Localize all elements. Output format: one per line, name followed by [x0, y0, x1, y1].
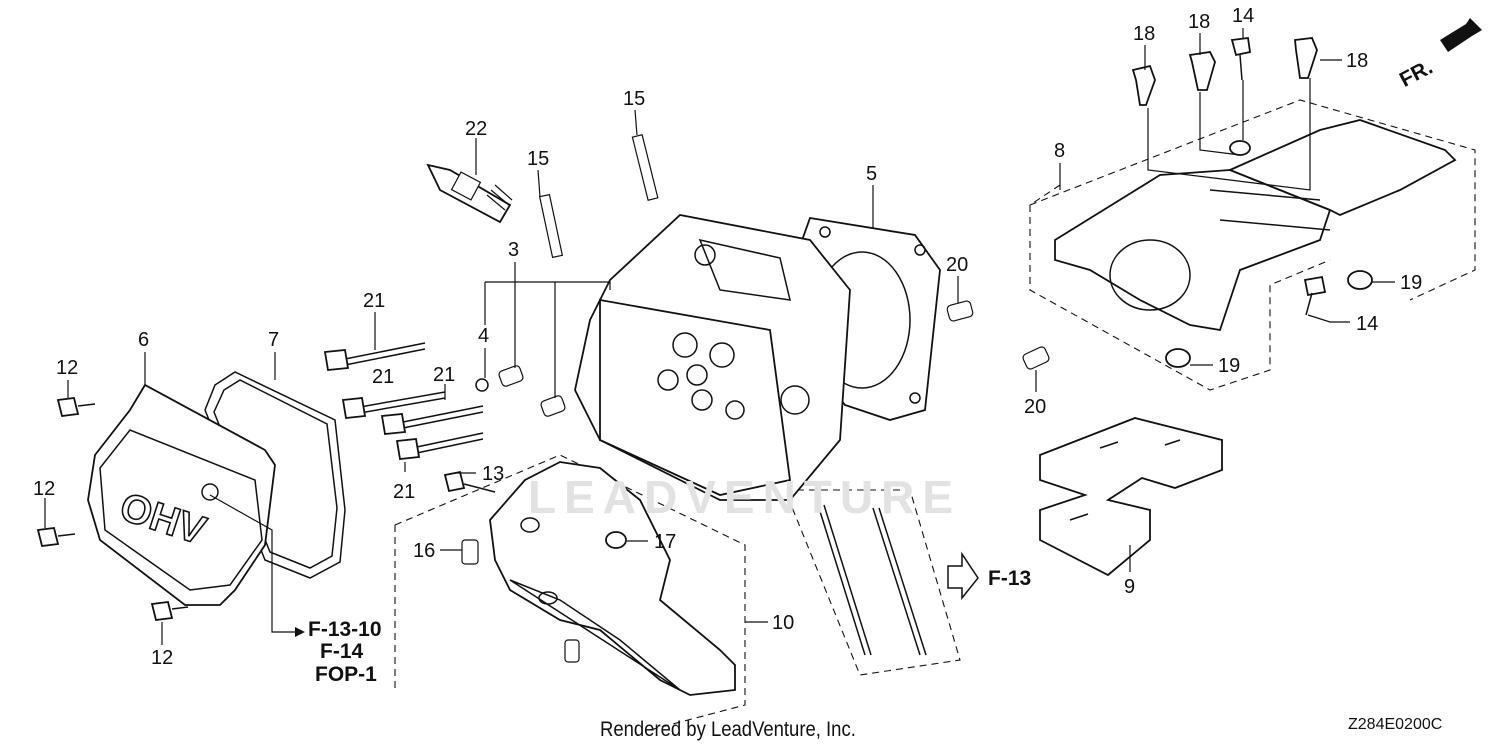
- callout-21: 21: [363, 290, 385, 312]
- callout-15: 15: [527, 148, 549, 170]
- spark-plug: [426, 163, 513, 224]
- callout-21: 21: [393, 481, 415, 503]
- cover-bolts: [36, 397, 189, 621]
- f13-arrow: [947, 551, 979, 601]
- engine-shroud: [1054, 119, 1457, 332]
- callout-12: 12: [33, 478, 55, 500]
- stud-bolts: [538, 134, 659, 259]
- front-direction-label: FR.: [1396, 56, 1437, 92]
- reference-f13[interactable]: F-13: [988, 567, 1031, 590]
- callout-19: 19: [1400, 272, 1422, 294]
- callout-14: 14: [1232, 5, 1254, 27]
- callout-labels: 22 15 15 5 3 4 21 21 21 21 6 7 12 12 12 …: [33, 5, 1422, 669]
- drawing-code: Z284E0200C: [1348, 716, 1443, 733]
- callout-17: 17: [654, 531, 676, 553]
- callout-8: 8: [1054, 140, 1065, 162]
- callout-22: 22: [465, 118, 487, 140]
- rocker-cover: OHV: [87, 383, 276, 606]
- callout-18: 18: [1188, 11, 1210, 33]
- callout-6: 6: [138, 329, 149, 351]
- callout-14: 14: [1356, 313, 1378, 335]
- callout-5: 5: [866, 163, 877, 185]
- callout-4: 4: [478, 325, 489, 347]
- shroud-fasteners: [1131, 36, 1373, 368]
- reference-f14[interactable]: F-14: [320, 640, 364, 663]
- insulator-plate: [1039, 417, 1223, 577]
- callout-19: 19: [1218, 355, 1240, 377]
- callout-18: 18: [1133, 23, 1155, 45]
- callout-9: 9: [1124, 576, 1135, 598]
- callout-3: 3: [508, 239, 519, 261]
- cylinder-studs: [817, 504, 927, 656]
- reference-fop1[interactable]: FOP-1: [315, 663, 377, 686]
- callout-20: 20: [1024, 396, 1046, 418]
- head-shroud: [443, 461, 736, 696]
- callout-21: 21: [433, 364, 455, 386]
- callout-18: 18: [1346, 50, 1368, 72]
- group-outlines: [394, 99, 1476, 731]
- cylinder-head: [574, 214, 851, 501]
- dowel-pins: [475, 300, 1050, 417]
- watermark: LEADVENTURE: [528, 471, 962, 523]
- callout-15: 15: [623, 88, 645, 110]
- callout-10: 10: [772, 612, 794, 634]
- callout-21: 21: [372, 366, 394, 388]
- callout-20: 20: [946, 254, 968, 276]
- front-direction-arrow: FR.: [1396, 18, 1482, 92]
- head-bolts: [323, 342, 484, 460]
- callout-16: 16: [413, 540, 435, 562]
- leader-lines: [44, 28, 1395, 645]
- render-credit: Rendered by LeadVenture, Inc.: [600, 718, 856, 741]
- callout-13: 13: [482, 463, 504, 485]
- callout-12: 12: [56, 357, 78, 379]
- callout-7: 7: [268, 329, 279, 351]
- callout-12: 12: [151, 647, 173, 669]
- reference-labels: F-13-10 F-14 FOP-1 F-13: [308, 567, 1031, 686]
- reference-f13-10[interactable]: F-13-10: [308, 618, 382, 641]
